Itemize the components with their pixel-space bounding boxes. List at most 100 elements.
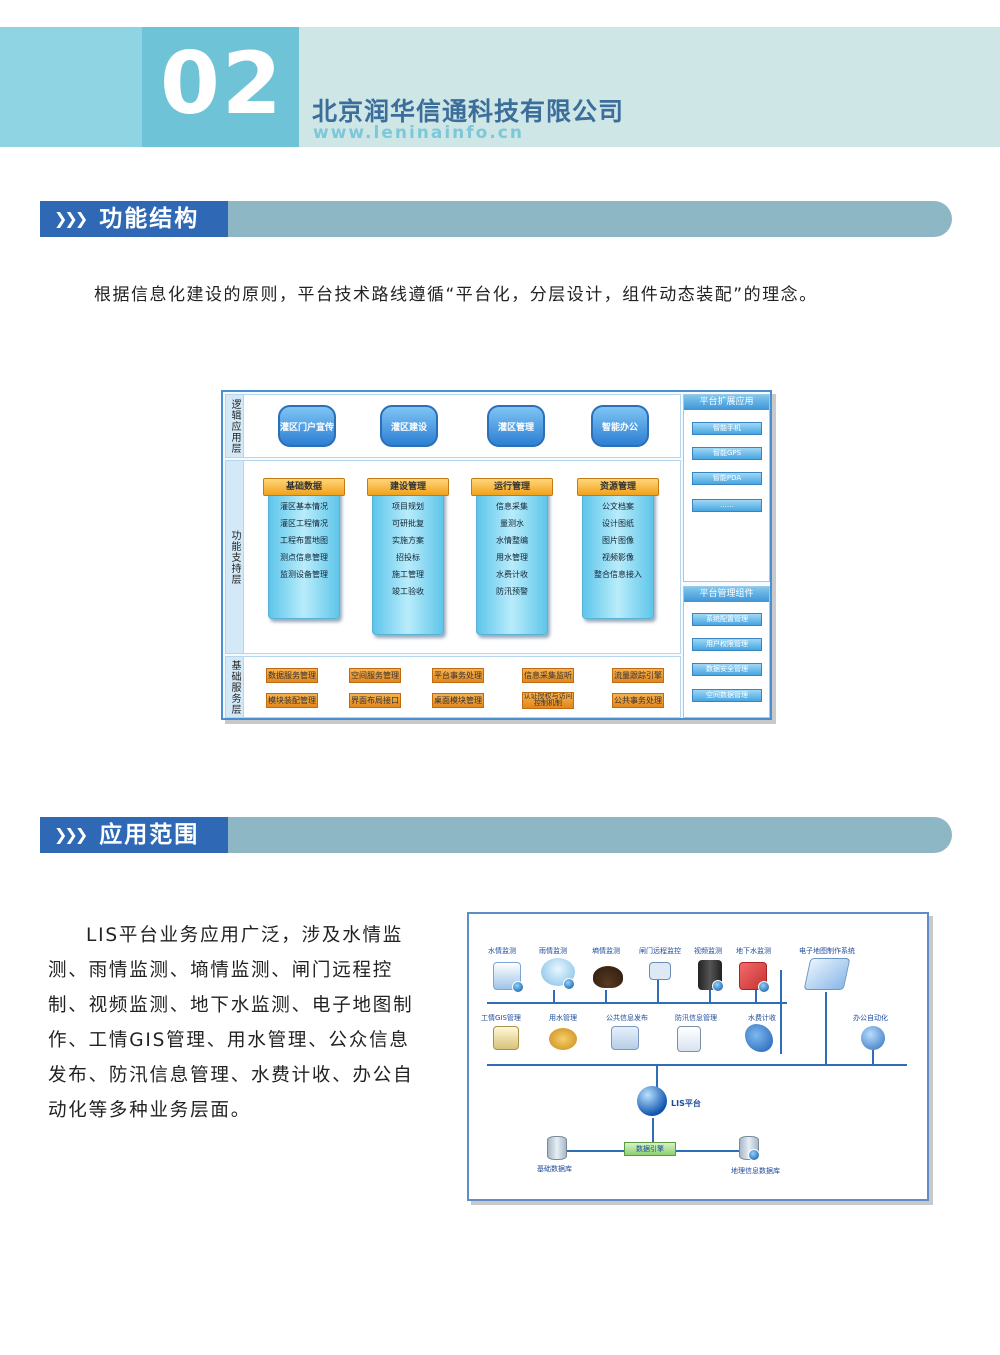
video-monitor-icon: [698, 960, 724, 992]
section2-paragraph: LIS平台业务应用广泛，涉及水情监测、雨情监测、墒情监测、闸门远程控制、视频监测…: [48, 925, 414, 1121]
column-item: 监测设备管理: [280, 570, 328, 579]
support-layer: 功能支持层 基础数据 灌区基本情况 灌区工程情况 工程布置地图 测点信息管理 监…: [225, 460, 681, 654]
mgmt-item: 空间数据管理: [692, 689, 762, 702]
support-layer-label: 功能支持层: [226, 461, 244, 653]
column-basic-data: 基础数据 灌区基本情况 灌区工程情况 工程布置地图 测点信息管理 监测设备管理: [263, 478, 345, 619]
rain-monitor-icon: [541, 958, 575, 990]
chevrons-icon: ❯❯❯: [54, 825, 88, 844]
network-top-label: 水情监测: [488, 947, 516, 955]
db-right-label: 地理信息数据库: [731, 1167, 780, 1175]
gate-control-icon: [649, 962, 671, 980]
column-item: 信息采集: [496, 502, 528, 511]
soil-moisture-icon: [593, 966, 623, 988]
base-service: 流量跟踪引擎: [612, 668, 664, 683]
column-item: 实施方案: [392, 536, 424, 545]
header-left-block: [0, 27, 142, 147]
mgmt-panel-title: 平台管理组件: [684, 587, 769, 602]
base-service: 空间服务管理: [349, 668, 401, 683]
network-top-label: 电子地图制作系统: [799, 947, 855, 955]
column-item: 项目规划: [392, 502, 424, 511]
column-item: 测点信息管理: [280, 553, 328, 562]
column-title: 基础数据: [263, 478, 345, 496]
section2-heading: ❯❯❯应用范围: [40, 817, 228, 853]
section1-heading: ❯❯❯功能结构: [40, 201, 228, 237]
column-item: 设计图纸: [602, 519, 634, 528]
globe-icon: [637, 1086, 667, 1116]
water-use-icon: [549, 1028, 577, 1050]
column-item: 工程布置地图: [280, 536, 328, 545]
base-service: 平台事务处理: [432, 668, 484, 683]
db-left-label: 基础数据库: [537, 1165, 572, 1173]
ext-item: ……: [692, 499, 762, 512]
column-title: 运行管理: [471, 478, 553, 496]
connector: [825, 992, 827, 1064]
chapter-number: 02: [160, 34, 284, 134]
base-service: 界面布局接口: [349, 693, 401, 708]
network-second-label: 水费计收: [748, 1014, 776, 1022]
database-icon: [739, 1136, 760, 1161]
column-item: 竣工验收: [392, 587, 424, 596]
logic-item: 智能办公: [591, 405, 649, 447]
mgmt-item: 数据安全管理: [692, 663, 762, 676]
logic-item: 灌区建设: [380, 405, 438, 447]
connector: [755, 990, 757, 1002]
base-service: 桌面模块管理: [432, 693, 484, 708]
top-bus-line: [487, 1002, 787, 1004]
chevrons-icon: ❯❯❯: [54, 209, 88, 228]
fee-wave-icon: [745, 1024, 773, 1052]
architecture-diagram: 逻辑应用层 灌区门户宣传 灌区建设 灌区管理 智能办公 功能支持层 基础数据 灌…: [221, 390, 772, 720]
column-item: 灌区工程情况: [280, 519, 328, 528]
base-service: 数据服务管理: [266, 668, 318, 683]
network-second-label: 办公自动化: [853, 1014, 888, 1022]
connector: [657, 980, 659, 1002]
base-service: 信息采集监听: [522, 668, 574, 683]
section2-text: LIS平台业务应用广泛，涉及水情监测、雨情监测、墒情监测、闸门远程控制、视频监测…: [48, 918, 428, 1128]
logic-item: 灌区管理: [487, 405, 545, 447]
column-resources: 资源管理 公文档案 设计图纸 图片图像 视频影像 整合信息接入: [577, 478, 659, 619]
network-second-label: 防汛信息管理: [675, 1014, 717, 1022]
ext-item: 智能GPS: [692, 447, 762, 460]
groundwater-monitor-icon: [739, 962, 770, 993]
flood-report-icon: [677, 1026, 701, 1052]
column-item: 招投标: [396, 553, 420, 562]
column-item: 量测水: [500, 519, 524, 528]
data-engine-box: 数据引擎: [624, 1142, 676, 1156]
database-icon: [547, 1136, 567, 1160]
connector: [652, 1118, 654, 1142]
column-item: 防汛预警: [496, 587, 528, 596]
main-bus-line: [487, 1064, 907, 1066]
base-service: 公共事务处理: [612, 693, 664, 708]
company-url: www.leninainfo.cn: [313, 123, 524, 143]
mgmt-item: 用户权限管理: [692, 638, 762, 651]
chapter-number-block: 02: [142, 27, 299, 147]
network-top-label: 视频监测: [694, 947, 722, 955]
base-layer-label: 基础服务层: [226, 657, 244, 717]
logic-layer: 逻辑应用层 灌区门户宣传 灌区建设 灌区管理 智能办公: [225, 394, 681, 458]
connector: [553, 990, 555, 1002]
section1-intro: 根据信息化建设的原则，平台技术路线遵循“平台化，分层设计，组件动态装配”的理念。: [94, 285, 818, 305]
column-construction: 建设管理 项目规划 可研批复 实施方案 招投标 施工管理 竣工验收: [367, 478, 449, 635]
column-item: 水情整编: [496, 536, 528, 545]
column-item: 整合信息接入: [594, 570, 642, 579]
column-title: 建设管理: [367, 478, 449, 496]
base-service: 模块装配管理: [266, 693, 318, 708]
column-item: 公文档案: [602, 502, 634, 511]
connector: [780, 970, 782, 1054]
column-item: 可研批复: [392, 519, 424, 528]
network-top-label: 闸门远程监控: [639, 947, 681, 955]
water-monitor-icon: [493, 962, 524, 993]
column-item: 施工管理: [392, 570, 424, 579]
column-operation: 运行管理 信息采集 量测水 水情整编 用水管理 水费计收 防汛预警: [471, 478, 553, 635]
mail-publish-icon: [611, 1026, 639, 1050]
mgmt-panel: 平台管理组件 系统配置管理 用户权限管理 数据安全管理 空间数据管理: [683, 586, 770, 718]
connector: [709, 990, 711, 1002]
network-second-label: 工情GIS管理: [481, 1014, 521, 1022]
column-item: 视频影像: [602, 553, 634, 562]
network-top-label: 雨情监测: [539, 947, 567, 955]
logic-item: 灌区门户宣传: [278, 405, 336, 447]
column-item: 用水管理: [496, 553, 528, 562]
network-second-label: 用水管理: [549, 1014, 577, 1022]
base-layer: 基础服务层 数据服务管理 空间服务管理 平台事务处理 信息采集监听 流量跟踪引擎…: [225, 656, 681, 718]
gis-folder-icon: [493, 1026, 519, 1050]
platform-label: LIS平台: [671, 1099, 701, 1108]
